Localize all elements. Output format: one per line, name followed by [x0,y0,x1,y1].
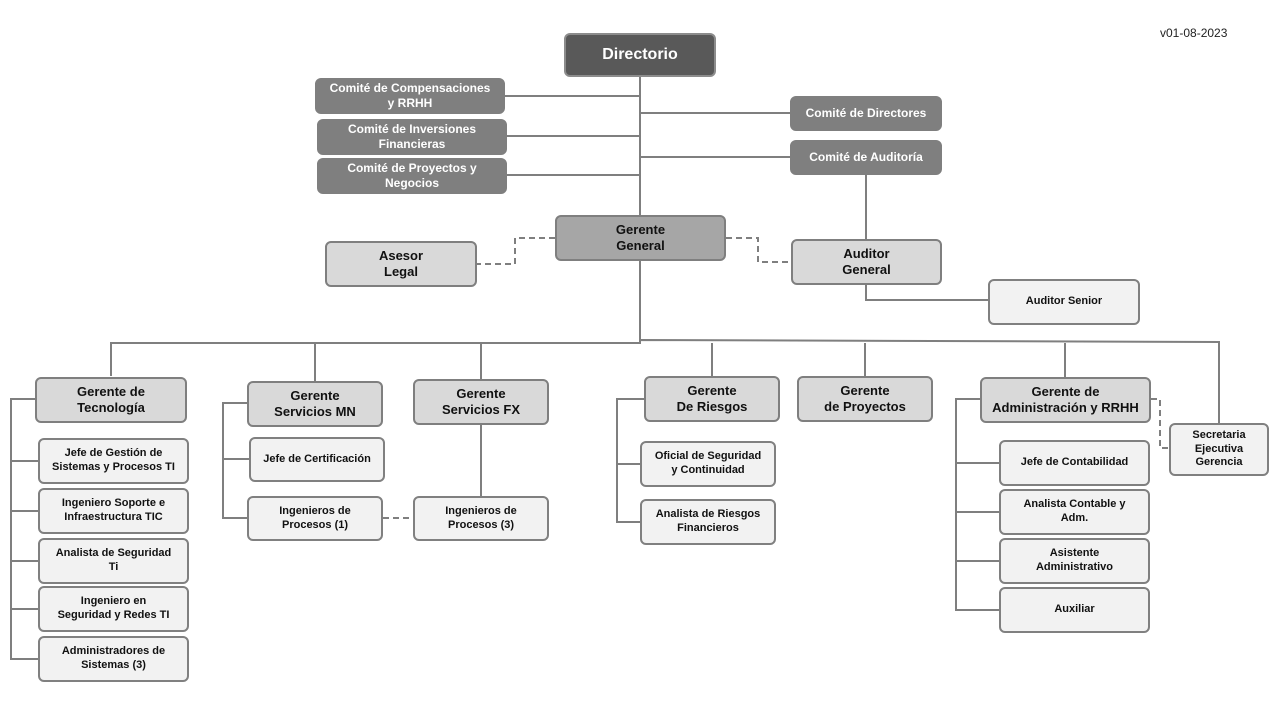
directorio-box: Directorio [564,33,716,77]
comite-auditoria-box: Comité de Auditoría [790,140,942,175]
version-label: v01-08-2023 [1160,26,1228,40]
gerente-administracion-box: Gerente de Administración y RRHH [980,377,1151,423]
secretaria-ejecutiva-box: Secretaria Ejecutiva Gerencia [1169,423,1269,476]
auditor-general-box: Auditor General [791,239,942,285]
analista-riesgos-box: Analista de Riesgos Financieros [640,499,776,545]
ingenieros-procesos-fx-box: Ingenieros de Procesos (3) [413,496,549,541]
auditor-senior-box: Auditor Senior [988,279,1140,325]
gerente-riesgos-box: Gerente De Riesgos [644,376,780,422]
gerente-tecnologia-box: Gerente de Tecnología [35,377,187,423]
jefe-gestion-sistemas-box: Jefe de Gestión de Sistemas y Procesos T… [38,438,189,484]
ingeniero-seguridad-redes-box: Ingeniero en Seguridad y Redes TI [38,586,189,632]
gerente-proyectos-box: Gerente de Proyectos [797,376,933,422]
ingeniero-soporte-box: Ingeniero Soporte e Infraestructura TIC [38,488,189,534]
analista-contable-box: Analista Contable y Adm. [999,489,1150,535]
comite-inversiones-box: Comité de Inversiones Financieras [317,119,507,155]
comite-compensaciones-box: Comité de Compensaciones y RRHH [315,78,505,114]
comite-proyectos-box: Comité de Proyectos y Negocios [317,158,507,194]
gerente-general-box: Gerente General [555,215,726,261]
gerente-servicios-fx-box: Gerente Servicios FX [413,379,549,425]
jefe-certificacion-box: Jefe de Certificación [249,437,385,482]
auxiliar-box: Auxiliar [999,587,1150,633]
asesor-legal-box: Asesor Legal [325,241,477,287]
oficial-seguridad-box: Oficial de Seguridad y Continuidad [640,441,776,487]
analista-seguridad-ti-box: Analista de Seguridad Ti [38,538,189,584]
gerente-servicios-mn-box: Gerente Servicios MN [247,381,383,427]
asistente-administrativo-box: Asistente Administrativo [999,538,1150,584]
jefe-contabilidad-box: Jefe de Contabilidad [999,440,1150,486]
comite-directores-box: Comité de Directores [790,96,942,131]
administradores-sistemas-box: Administradores de Sistemas (3) [38,636,189,682]
ingenieros-procesos-mn-box: Ingenieros de Procesos (1) [247,496,383,541]
